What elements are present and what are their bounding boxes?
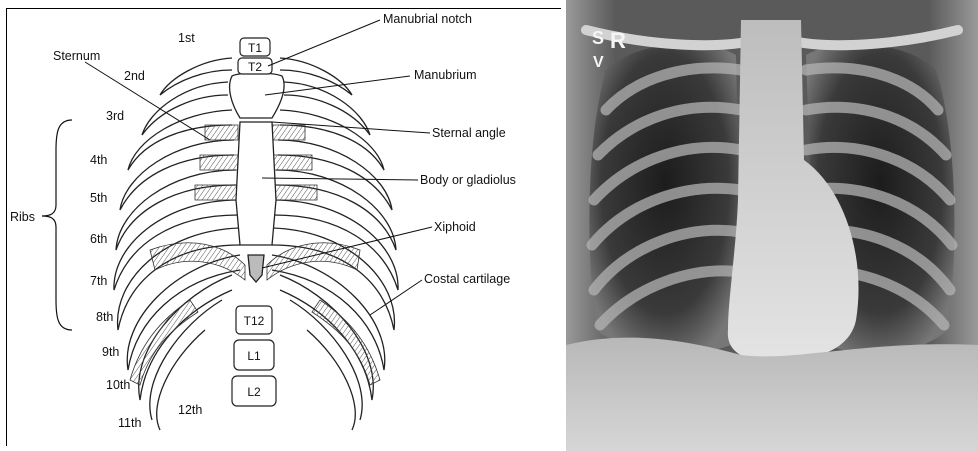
xray-marker-v: V bbox=[593, 54, 604, 71]
xray-marker-r: R bbox=[610, 28, 626, 53]
chest-xray-panel: S R V bbox=[566, 0, 978, 451]
diagram-frame bbox=[6, 8, 561, 446]
rib-cage-diagram-panel: T1 T2 T12 L1 L2 Manubrial notch Sternum … bbox=[0, 0, 566, 451]
xray-marker-s: S bbox=[592, 28, 604, 48]
chest-xray-image: S R V bbox=[566, 0, 978, 451]
